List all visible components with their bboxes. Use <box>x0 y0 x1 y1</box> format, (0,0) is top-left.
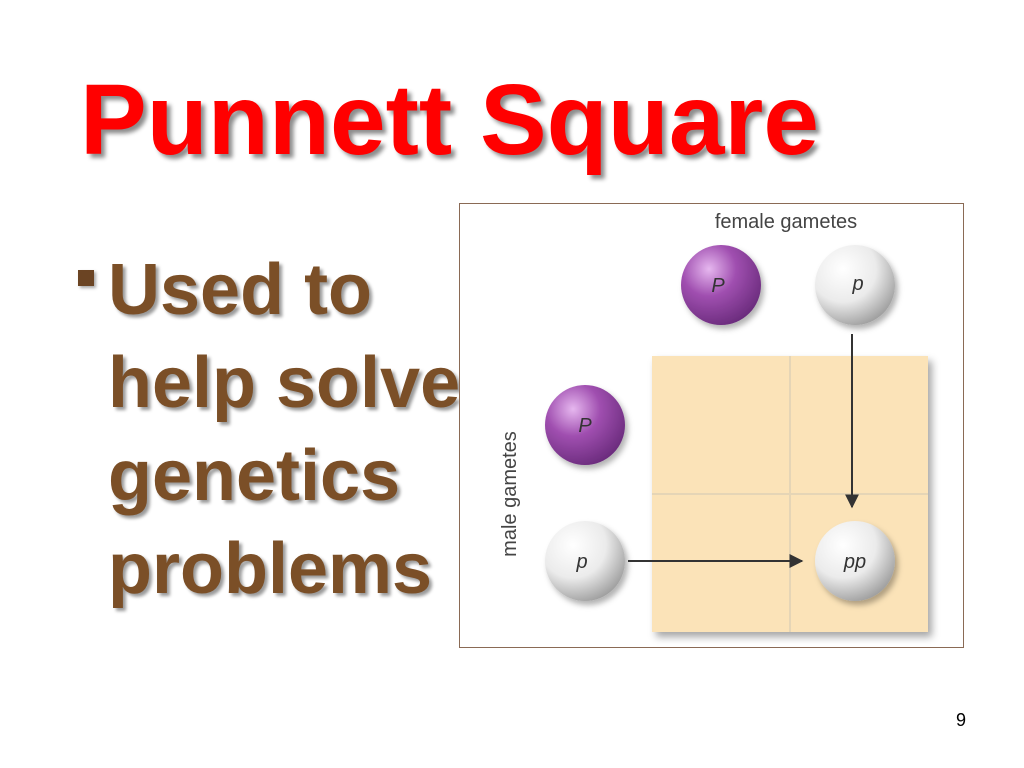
offspring-result-label: pp <box>843 551 866 573</box>
male-gamete-recessive: p <box>545 521 625 601</box>
female-gamete-recessive-label: p <box>851 273 863 295</box>
female-gamete-dominant-label: P <box>711 275 725 297</box>
female-gamete-dominant: P <box>681 245 761 325</box>
bullet-text: Used to help solve genetics problems <box>108 250 461 609</box>
punnett-grid <box>652 356 928 632</box>
bullet-marker <box>78 270 94 286</box>
male-gamete-recessive-label: p <box>575 551 587 573</box>
female-gametes-label: female gametes <box>715 211 857 233</box>
slide-title: Punnett Square <box>80 64 819 176</box>
female-gamete-recessive: p <box>815 245 895 325</box>
male-gamete-dominant: P <box>545 385 625 465</box>
male-gametes-label: male gametes <box>499 431 521 557</box>
punnett-square-diagram: female gametes male gametes P p P p <box>459 203 964 648</box>
offspring-cell-result: pp <box>815 521 895 601</box>
diagram-canvas: female gametes male gametes P p P p <box>499 211 928 632</box>
male-gamete-dominant-label: P <box>578 415 592 437</box>
page-number: 9 <box>955 710 966 730</box>
